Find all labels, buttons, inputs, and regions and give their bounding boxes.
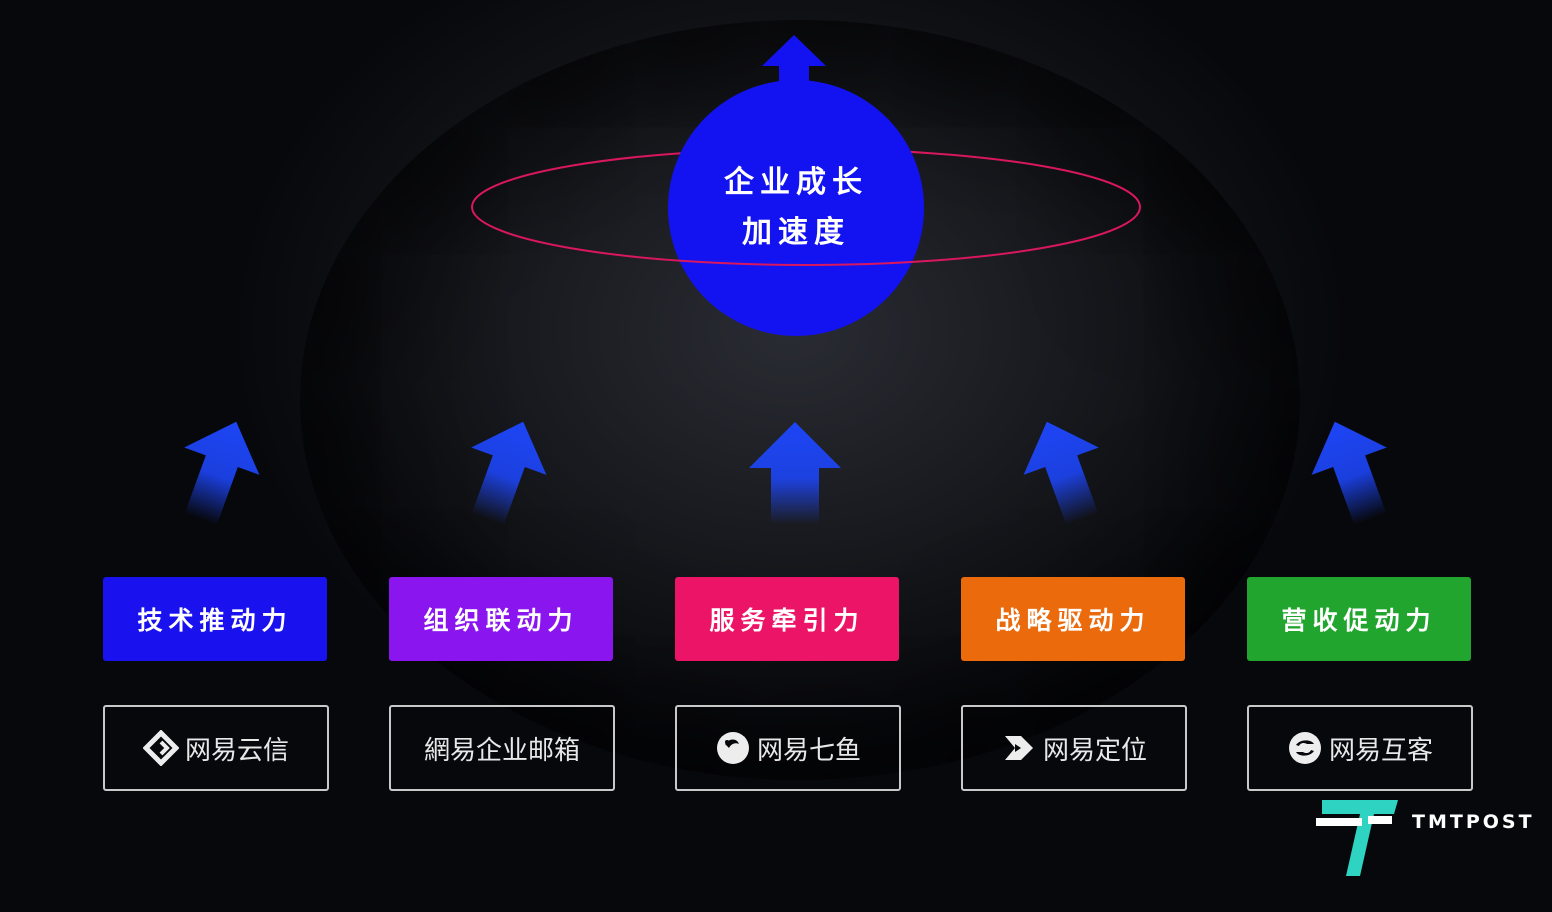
driver-box-service: 服务牵引力	[675, 577, 899, 661]
netease-huke-icon	[1288, 732, 1321, 764]
product-box-yunxin: 网易云信	[103, 705, 329, 791]
arrow-driver-4	[1023, 421, 1099, 526]
arrow-driver-1	[184, 421, 260, 526]
core-title-line-2: 加速度	[742, 215, 850, 250]
product-label: 網易企业邮箱	[423, 735, 580, 766]
netease-yunxin-icon	[142, 730, 179, 766]
product-box-dingwei: 网易定位	[961, 705, 1187, 791]
arrow-driver-5	[1311, 421, 1387, 526]
product-box-qiyu: 网易七鱼	[675, 705, 901, 791]
core-title-line-1: 企业成长	[724, 165, 868, 200]
arrow-driver-2	[471, 421, 547, 526]
product-label: 网易七鱼	[756, 735, 861, 766]
driver-box-strategy: 战略驱动力	[961, 577, 1185, 661]
top-up-arrow	[762, 35, 826, 96]
product-box-huke: 网易互客	[1247, 705, 1473, 791]
netease-qiyu-icon	[716, 732, 749, 764]
tmtpost-logo-icon	[1316, 800, 1398, 876]
watermark-text: TMTPOST	[1412, 811, 1535, 833]
arrow-driver-3	[749, 422, 841, 524]
orbit-ring-front	[471, 206, 1141, 266]
netease-dingwei-icon	[1004, 736, 1033, 760]
driver-box-technology: 技术推动力	[103, 577, 327, 661]
product-label: 网易互客	[1328, 735, 1433, 766]
product-label: 网易定位	[1042, 735, 1147, 766]
product-box-email: 網易企业邮箱	[389, 705, 615, 791]
core-circle	[668, 80, 924, 336]
core-title: 企业成长 加速度	[668, 80, 924, 336]
product-label: 网易云信	[184, 735, 289, 766]
driver-box-revenue: 营收促动力	[1247, 577, 1471, 661]
driver-box-organization: 组织联动力	[389, 577, 613, 661]
